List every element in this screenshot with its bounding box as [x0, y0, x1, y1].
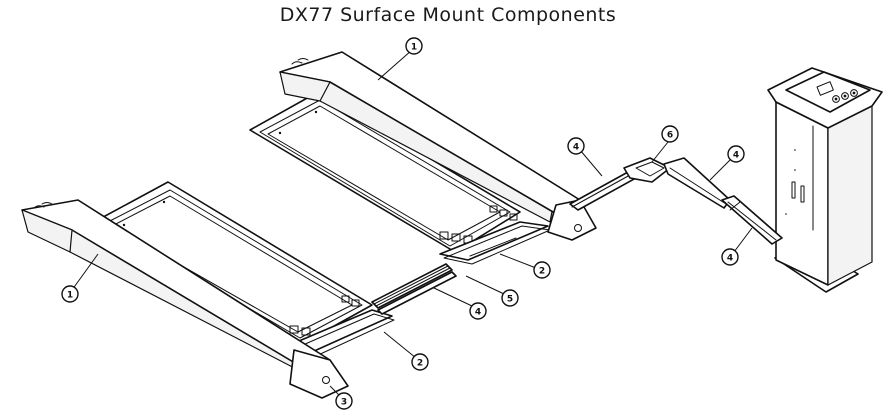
control-console	[767, 67, 883, 293]
svg-text:4: 4	[475, 308, 481, 318]
svg-text:6: 6	[667, 131, 673, 141]
upper-runway-beam	[279, 51, 597, 241]
svg-text:2: 2	[539, 267, 545, 277]
svg-text:4: 4	[733, 151, 739, 161]
svg-text:1: 1	[411, 43, 417, 53]
callout-4-upper-right: 4	[709, 145, 745, 181]
lower-runway-beam	[21, 199, 349, 399]
callout-2-lower: 2	[383, 331, 429, 371]
page-title: DX77 Surface Mount Components	[279, 4, 617, 26]
callout-5: 5	[465, 275, 519, 307]
hose-conduit-upper	[569, 157, 783, 245]
callout-6: 6	[651, 125, 679, 163]
callout-4-upper-left: 4	[567, 137, 603, 177]
hose-conduit-lower	[371, 263, 457, 315]
svg-text:4: 4	[727, 254, 733, 264]
callout-3: 3	[329, 385, 353, 410]
svg-text:4: 4	[573, 143, 579, 153]
svg-text:1: 1	[67, 291, 73, 301]
svg-text:2: 2	[417, 359, 423, 369]
control-panel-buttons	[816, 81, 858, 103]
callout-2-upper: 2	[499, 253, 551, 279]
callout-1-left: 1	[61, 253, 99, 303]
svg-text:5: 5	[507, 295, 513, 305]
callout-4-right: 4	[721, 227, 753, 266]
callout-4-bottom: 4	[433, 287, 487, 320]
callout-1-top: 1	[377, 37, 423, 81]
svg-text:3: 3	[341, 398, 347, 408]
